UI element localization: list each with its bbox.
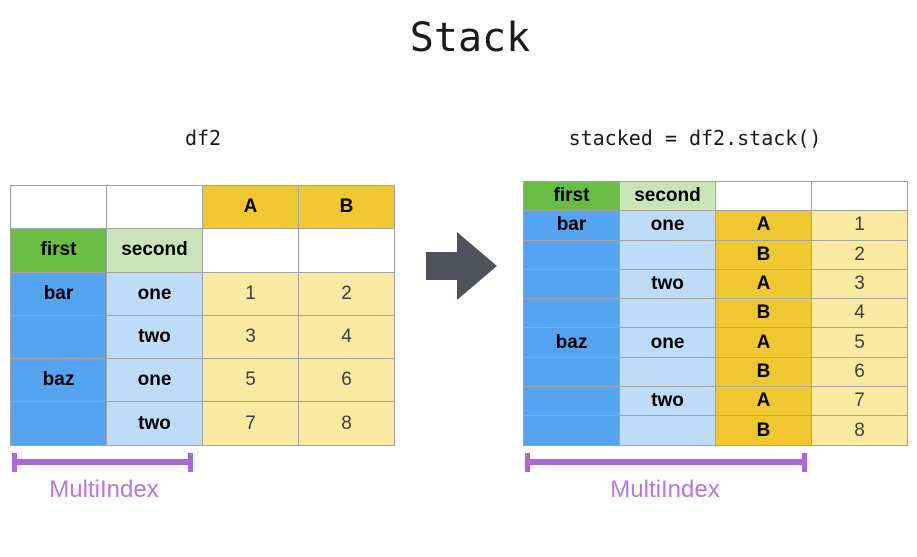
table-cell: 8 <box>811 415 908 446</box>
table-cell: second <box>106 228 203 273</box>
table-cell: B <box>715 298 812 329</box>
table-cell <box>811 180 908 212</box>
table-cell <box>523 298 620 329</box>
table-cell <box>10 401 107 446</box>
table-cell: two <box>106 401 203 446</box>
table-cell: two <box>619 386 716 417</box>
arrow-head <box>457 232 497 300</box>
table-cell: one <box>106 358 203 403</box>
table-cell: 2 <box>811 239 908 270</box>
table-cell: A <box>715 210 812 241</box>
table-cell <box>298 228 395 273</box>
page-title: Stack <box>409 15 531 61</box>
table-cell: 4 <box>298 314 395 360</box>
table-cell <box>10 314 107 360</box>
table-cell <box>715 180 812 212</box>
table-cell: A <box>715 327 812 358</box>
table-cell <box>523 415 620 446</box>
table-cell: 5 <box>202 358 299 403</box>
table-cell: second <box>619 180 716 212</box>
table-cell: first <box>10 228 107 273</box>
table-cell: 7 <box>202 401 299 446</box>
table-cell <box>523 268 620 300</box>
table-cell: 5 <box>811 327 908 358</box>
table-cell: baz <box>523 327 620 358</box>
table-cell: 3 <box>202 314 299 360</box>
table-cell: A <box>202 184 299 230</box>
table-cell: two <box>106 314 203 360</box>
left-multiindex-bracket <box>12 453 193 472</box>
table-cell <box>10 184 107 230</box>
table-cell <box>523 386 620 417</box>
table-cell: baz <box>10 358 107 403</box>
table-cell: 6 <box>298 358 395 403</box>
table-cell: A <box>715 268 812 300</box>
table-cell <box>619 298 716 329</box>
table-cell: B <box>298 184 395 230</box>
right-multiindex-label: MultiIndex <box>610 476 720 503</box>
table-cell <box>619 415 716 446</box>
table-cell <box>619 239 716 270</box>
df2-label: df2 <box>184 126 222 150</box>
arrow-shaft <box>426 252 458 280</box>
table-cell: 1 <box>811 210 908 241</box>
table-cell: B <box>715 356 812 388</box>
table-cell: bar <box>10 271 107 316</box>
table-cell <box>106 184 203 230</box>
table-cell: one <box>619 327 716 358</box>
table-cell: two <box>619 268 716 300</box>
table-cell: one <box>619 210 716 241</box>
right-multiindex-bracket <box>525 453 807 472</box>
table-cell: 1 <box>202 271 299 316</box>
table-cell: first <box>523 180 620 212</box>
table-cell: 4 <box>811 298 908 329</box>
transform-right-arrow-icon <box>426 232 497 300</box>
table-cell: A <box>715 386 812 417</box>
table-cell: 2 <box>298 271 395 316</box>
left-multiindex-label: MultiIndex <box>49 476 159 503</box>
table-cell: one <box>106 271 203 316</box>
table-cell: B <box>715 415 812 446</box>
table-cell <box>523 356 620 388</box>
table-cell: 8 <box>298 401 395 446</box>
table-cell <box>523 239 620 270</box>
table-cell: 7 <box>811 386 908 417</box>
table-cell: 3 <box>811 268 908 300</box>
table-cell: B <box>715 239 812 270</box>
table-cell: 6 <box>811 356 908 388</box>
stacked-code-label: stacked = df2.stack() <box>568 126 822 150</box>
table-cell <box>619 356 716 388</box>
table-cell: bar <box>523 210 620 241</box>
table-cell <box>202 228 299 273</box>
